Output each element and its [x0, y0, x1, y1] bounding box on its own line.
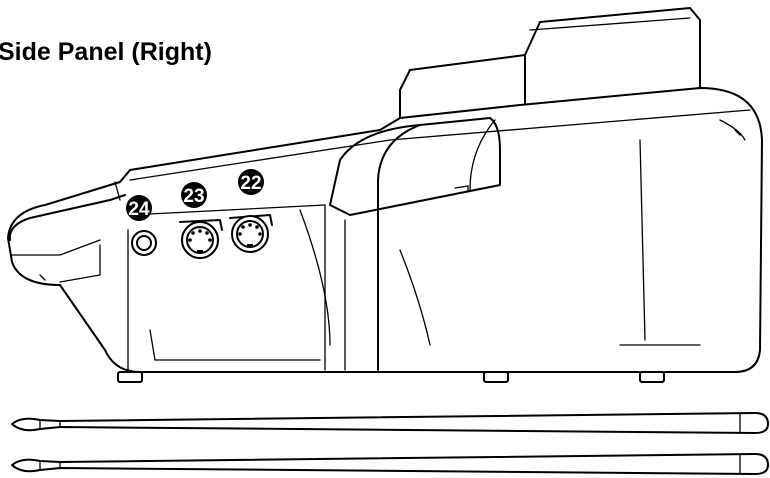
midi-port-22: [229, 214, 273, 253]
callout-22-label: 22: [240, 173, 261, 194]
phone-jack: [131, 230, 157, 256]
callout-23: 23: [181, 182, 207, 208]
midi-port-23: [179, 219, 223, 259]
panel-title: Side Panel (Right): [0, 38, 212, 66]
drumstick-2: [11, 453, 769, 475]
callout-24-label: 24: [128, 199, 150, 220]
callout-23-label: 23: [183, 186, 204, 207]
drumstick-1: [11, 412, 769, 434]
device-feet: [117, 371, 665, 383]
device-body: [7, 87, 763, 373]
top-lid: [399, 7, 701, 121]
callout-22: 22: [238, 169, 264, 195]
callout-24: 24: [126, 195, 152, 221]
